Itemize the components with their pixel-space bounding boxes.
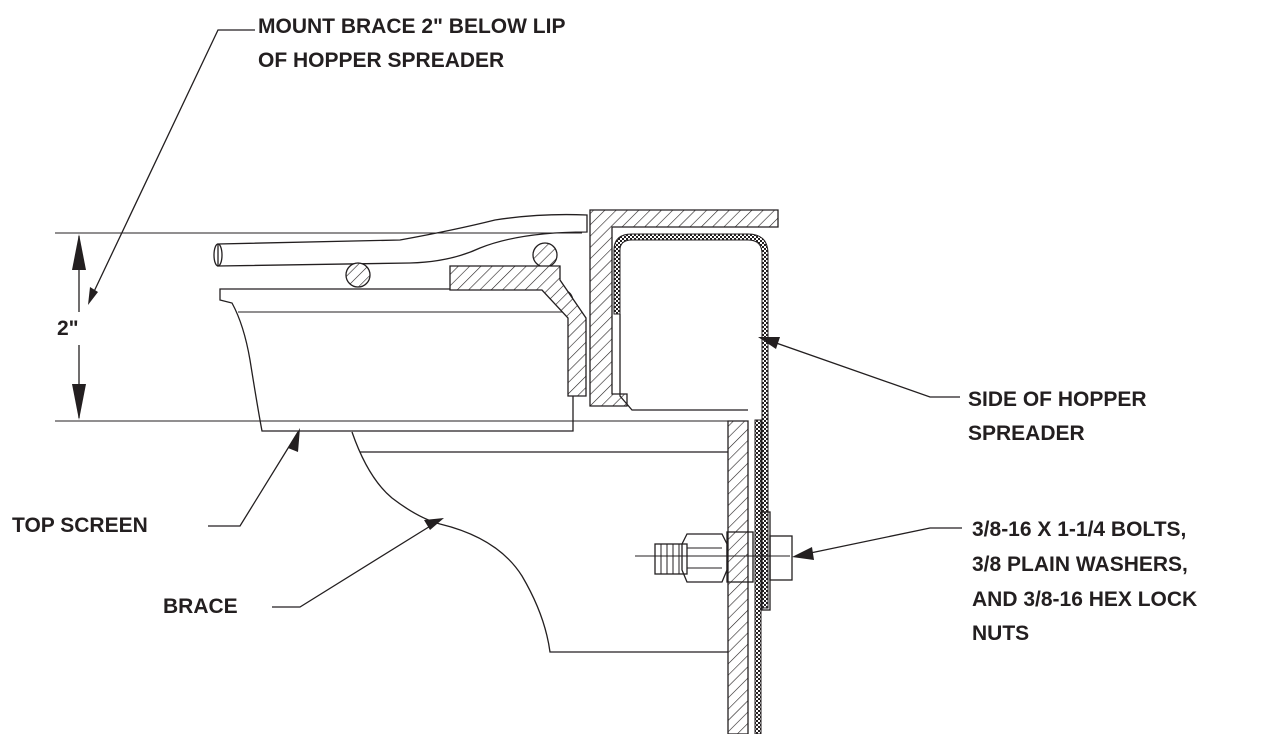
leader-top-screen	[208, 428, 300, 527]
leader-mount-brace	[88, 29, 255, 305]
hardware-label-line3: AND 3/8-16 HEX LOCK	[972, 588, 1197, 611]
leader-side-of-hopper	[758, 337, 960, 398]
hardware-label-line2: 3/8 PLAIN WASHERS,	[972, 553, 1188, 576]
dimension-arrowhead-down	[72, 384, 86, 420]
hopper-side	[613, 233, 769, 734]
hopper-wall-section	[727, 420, 749, 734]
side-of-hopper-label-line2: SPREADER	[968, 422, 1085, 445]
screen-rim	[213, 213, 588, 288]
brace-label: BRACE	[163, 595, 238, 618]
side-of-hopper-label-line1: SIDE OF HOPPER	[968, 388, 1147, 411]
mounting-bracket	[449, 209, 779, 407]
hardware-label-line4: NUTS	[972, 622, 1029, 645]
leader-brace	[272, 518, 444, 608]
top-screen	[219, 288, 574, 432]
top-screen-label: TOP SCREEN	[12, 514, 148, 537]
bolt-assembly	[635, 511, 793, 611]
plain-washer	[726, 531, 754, 583]
hopper-liner-lower	[754, 419, 762, 734]
rim-rod-section-right	[532, 242, 558, 268]
dimension-2in	[55, 232, 728, 422]
dimension-label: 2"	[57, 317, 79, 340]
mount-brace-label-line2: OF HOPPER SPREADER	[258, 49, 504, 72]
bolt-thread-end	[654, 543, 688, 575]
brace	[351, 431, 728, 653]
hardware-label-line1: 3/8-16 X 1-1/4 BOLTS,	[972, 518, 1186, 541]
rim-rod-section-left	[345, 262, 371, 288]
hex-lock-nut	[681, 533, 728, 583]
leader-bolts	[792, 527, 962, 560]
dimension-arrowhead-up	[72, 234, 86, 270]
bolt-head	[769, 535, 793, 581]
mount-brace-label-line1: MOUNT BRACE 2" BELOW LIP	[258, 15, 565, 38]
